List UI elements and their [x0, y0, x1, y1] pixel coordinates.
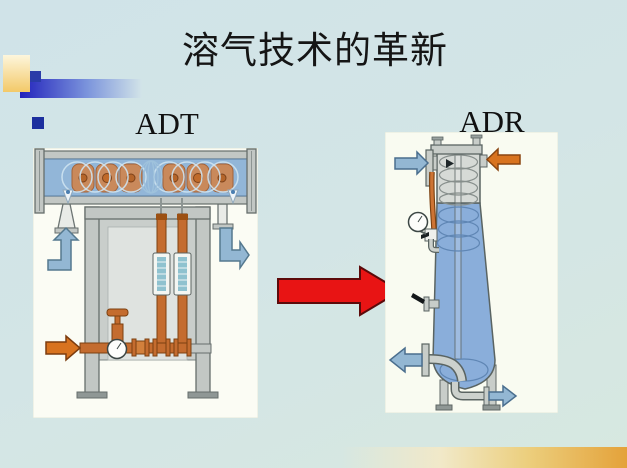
- sight-glass: [173, 252, 192, 296]
- pressure-gauge-icon: [407, 211, 429, 233]
- valve-handle: [411, 293, 425, 304]
- pipe-flange: [173, 338, 179, 357]
- recycle-inlet-arrow: [394, 150, 430, 176]
- outlet-bottom-arrow: [488, 384, 518, 408]
- red-arrow: [277, 265, 402, 317]
- adt-diagram: [33, 148, 258, 418]
- center-tube: [454, 152, 462, 360]
- air-intake-arrow: [47, 226, 80, 271]
- outlet-left-arrow: [388, 346, 423, 374]
- pipe-flange: [152, 338, 158, 357]
- tank-flanges: [34, 148, 257, 214]
- level-gauge-pipes: [152, 198, 192, 347]
- water-outlet-arrow: [219, 227, 250, 271]
- level-pointer: [446, 159, 454, 168]
- outlet-bottom: [450, 382, 518, 408]
- adt-label: ADT: [135, 106, 199, 141]
- adr-vessel: [430, 134, 496, 390]
- gauge-pipe: [419, 171, 439, 253]
- inlet-pipe: [79, 338, 212, 357]
- pressure-gauge-icon: [106, 338, 128, 360]
- gauge-valve-handle: [421, 232, 429, 239]
- air-inlet-arrow: [485, 147, 521, 172]
- pipe-flange: [131, 338, 137, 357]
- drain-valve: [411, 293, 440, 312]
- decorative-yellow-square: [3, 55, 30, 92]
- tank-center-coil: [139, 160, 163, 194]
- sight-glass: [152, 252, 171, 296]
- adr-diagram: [385, 132, 558, 413]
- pipe-fitting: [135, 340, 146, 355]
- outlet-left: [388, 343, 467, 382]
- pipe-flange: [144, 338, 150, 357]
- slide-title: 溶气技术的革新: [182, 31, 448, 72]
- pipe-flange: [165, 338, 171, 357]
- vessel-coil: [436, 154, 489, 382]
- water-inlet-arrow: [45, 334, 82, 362]
- air-nozzle: [479, 154, 488, 168]
- saturation-tank: [34, 148, 257, 214]
- decorative-blue-chip: [30, 71, 41, 82]
- bottom-gradient-band: [340, 447, 627, 468]
- pipe-flange: [186, 338, 192, 357]
- transform-arrow: [277, 265, 402, 317]
- bullet-square: [32, 117, 44, 129]
- pipe-valve: [106, 308, 129, 344]
- decorative-bar: [20, 79, 142, 98]
